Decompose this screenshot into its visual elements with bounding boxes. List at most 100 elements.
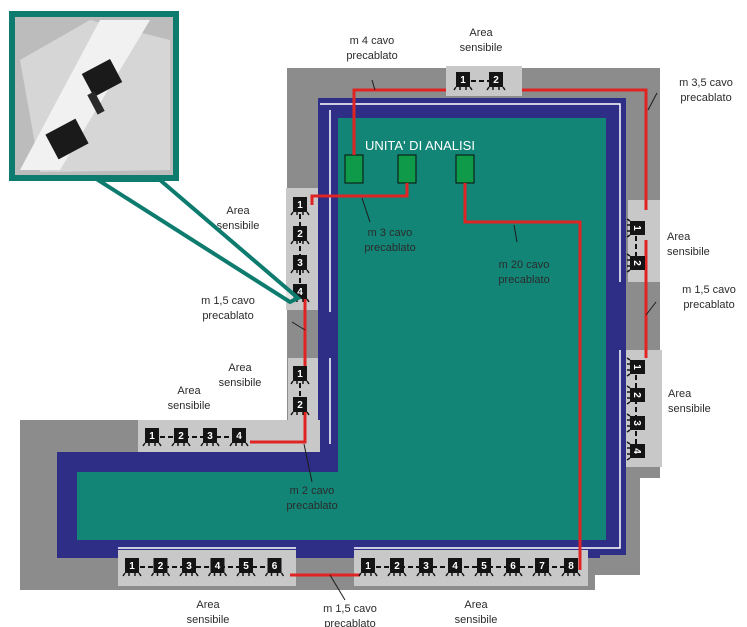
sensor-node-icon: 2: [290, 226, 310, 245]
sensor-number: 1: [297, 200, 303, 211]
sensor-number: 4: [452, 561, 458, 572]
sensor-node-icon: 5: [236, 558, 256, 577]
cable-label-20m: m 20 cavo: [499, 259, 550, 271]
sensor-number: 2: [394, 561, 400, 572]
sensor-number: 3: [186, 561, 192, 572]
sensor-number: 1: [149, 431, 155, 442]
cable-label-3-5m: precablato: [680, 92, 731, 104]
cable-label-1-5m-bottom: precablato: [324, 618, 375, 627]
sensor-number: 3: [631, 420, 642, 426]
area-label-left-lower: sensibile: [168, 400, 211, 412]
sensor-node-icon: 1: [358, 558, 378, 577]
sensor-node-icon: 2: [150, 558, 171, 577]
sensor-node-icon: 3: [416, 558, 436, 577]
area-label-bottom-left: sensibile: [187, 614, 230, 626]
analysis-unit-3: [455, 154, 475, 184]
sensor-node-icon: 5: [474, 558, 494, 577]
sensor-node-icon: 1: [290, 366, 310, 385]
area-label-top: sensibile: [460, 42, 503, 54]
sensor-number: 7: [539, 561, 545, 572]
labels: AreasensibileAreasensibileAreasensibileA…: [168, 27, 736, 627]
cable-label-3-5m: m 3,5 cavo: [679, 77, 733, 89]
sensor-node-icon: 1: [142, 428, 162, 447]
sensor-number: 4: [297, 287, 303, 298]
sensor-number: 2: [297, 229, 303, 240]
cable-label-1-5m-right: m 1,5 cavo: [682, 284, 736, 296]
area-label-left-upper: Area: [226, 205, 250, 217]
area-label-right-upper: Area: [667, 231, 691, 243]
sensor-number: 5: [243, 561, 249, 572]
sensor-node-icon: 2: [626, 385, 645, 405]
sensor-number: 6: [510, 561, 516, 572]
sensor-node-icon: 4: [445, 558, 465, 577]
cable-label-1-5m-left: m 1,5 cavo: [201, 295, 255, 307]
sensor-number: 2: [158, 561, 164, 572]
cables: [250, 88, 648, 577]
cable-20m: [463, 183, 582, 570]
cable-label-2m: m 2 cavo: [290, 485, 335, 497]
cable-2m: [250, 405, 307, 444]
leader-lines: [291, 79, 658, 601]
sensor-node-icon: 2: [626, 253, 645, 273]
cable-label-1-5m-bottom: m 1,5 cavo: [323, 603, 377, 615]
sensor-node-icon: 2: [486, 72, 506, 91]
sensor-node-icon: 1: [290, 197, 310, 216]
sensor-number: 1: [129, 561, 135, 572]
area-label-right-lower: sensibile: [668, 403, 711, 415]
analysis-unit-2: [397, 154, 417, 184]
sensor-node-icon: 2: [171, 428, 191, 447]
sensor-node-icon: 7: [532, 558, 552, 577]
sensor-number: 4: [236, 431, 242, 442]
cable-label-4m: m 4 cavo: [350, 35, 395, 47]
area-label-bottom-left: Area: [196, 599, 220, 611]
sensor-number: 2: [631, 392, 642, 398]
wall-gap-right: [608, 282, 626, 350]
cable-label-3m: precablato: [364, 242, 415, 254]
sensor-chains: 1 2 1 2 1 2 3 4 1 2 3 4 1 2 1 2 3 4 1 2 3 4 5 6 1 2 3 4 5 6 7 8: [122, 72, 645, 577]
area-label-bottom-right: sensibile: [455, 614, 498, 626]
sensor-node-icon: 3: [179, 558, 199, 577]
sensor-node-icon: 6: [503, 558, 523, 577]
area-label-right-upper: sensibile: [667, 246, 710, 258]
sensor-number: 6: [272, 561, 278, 572]
sensor-node-icon: 6: [264, 558, 285, 577]
sensor-number: 2: [178, 431, 184, 442]
sensor-node-icon: 4: [626, 441, 645, 461]
cable-3m: [310, 183, 409, 205]
cable-label-2m: precablato: [286, 500, 337, 512]
inset-callout: [91, 178, 302, 305]
sensor-number: 8: [568, 561, 574, 572]
sensor-node-icon: 4: [229, 428, 249, 447]
sensor-node-icon: 2: [387, 558, 407, 577]
inset-photo-content: [20, 20, 170, 172]
sensor-number: 2: [493, 75, 499, 86]
sensor-number: 1: [631, 364, 642, 370]
area-label-bottom-right: Area: [464, 599, 488, 611]
area-label-left-upper: sensibile: [217, 220, 260, 232]
sensor-number: 1: [365, 561, 371, 572]
area-label-left-lower: Area: [177, 385, 201, 397]
sensor-number: 3: [297, 258, 303, 269]
sensor-number: 1: [297, 369, 303, 380]
cable-label-1-5m-right: precablato: [683, 299, 734, 311]
sensor-number: 3: [423, 561, 429, 572]
sensor-number: 5: [481, 561, 487, 572]
sensor-number: 3: [207, 431, 213, 442]
sensor-number: 4: [631, 448, 642, 454]
sensor-node-icon: 1: [626, 218, 645, 238]
sensor-node-icon: 1: [626, 357, 645, 377]
wall-gap-bottom: [296, 540, 354, 558]
area-label-top: Area: [469, 27, 493, 39]
sensor-node-icon: 4: [207, 558, 228, 577]
cable-label-3m: m 3 cavo: [368, 227, 413, 239]
sensor-number: 2: [297, 400, 303, 411]
unit-title: UNITA' DI ANALISI: [365, 138, 475, 153]
sensor-node-icon: 1: [453, 72, 473, 91]
sensor-node-icon: 3: [200, 428, 220, 447]
sensor-number: 1: [460, 75, 466, 86]
area-label-left-middle: Area: [228, 362, 252, 374]
sensor-number: 1: [631, 225, 642, 231]
sensor-node-icon: 1: [122, 558, 142, 577]
